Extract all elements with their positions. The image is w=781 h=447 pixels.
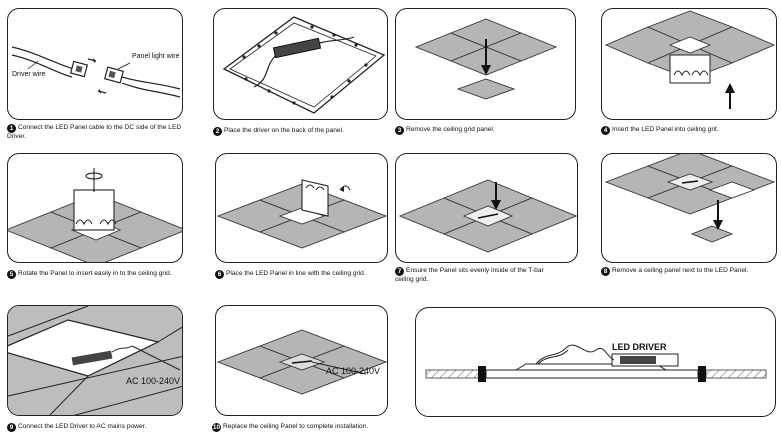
step-number: 9 (7, 423, 16, 432)
led-driver-label: LED DRIVER (612, 342, 667, 352)
panel-tbar-drawing (398, 179, 577, 253)
ceiling-cross-section-drawing (425, 344, 767, 382)
step-text: Place the LED Panel in line with the cei… (226, 270, 366, 277)
rotate-panel-drawing (8, 168, 182, 262)
panel-light-wire-label: Panel light wire (132, 53, 180, 60)
remove-grid-panel-drawing (414, 18, 558, 100)
ac-voltage-label: AC 100-240V (326, 366, 381, 376)
remove-adjacent-panel-drawing (604, 154, 776, 243)
step-number: 5 (7, 270, 16, 279)
step-text: Ensure the Panel sits evenly inside of t… (395, 267, 544, 283)
step-number: 10 (212, 423, 221, 432)
step-text: Remove the ceiling grid panel. (406, 126, 495, 133)
step-number: 7 (395, 267, 404, 276)
step-text: Insert the LED Panel into ceiling grit. (612, 126, 719, 133)
step-10-illustration: AC 100-240V (215, 305, 388, 416)
insert-panel-drawing (604, 10, 776, 109)
step-text: Place the driver on the back of the pane… (224, 127, 344, 134)
place-panel-inline-drawing (216, 179, 387, 249)
ac-voltage-label: AC 100-240V (126, 376, 181, 386)
ac-mains-connection-drawing (8, 306, 182, 415)
step-8-illustration (601, 153, 777, 263)
step-number: 6 (215, 270, 224, 279)
step-number: 1 (7, 124, 16, 133)
panel-back-driver-drawing (222, 16, 386, 114)
step-text: Remove a ceiling panel next to the LED P… (612, 267, 749, 274)
step-text: Rotate the Panel to insert easily in to … (18, 270, 172, 277)
cross-section-illustration: LED DRIVER (415, 307, 776, 417)
step-text: Connect the LED Driver to AC mains power… (18, 423, 147, 430)
step-3-illustration (395, 8, 576, 120)
step-text: Connect the LED Panel cable to the DC si… (7, 124, 182, 140)
step-1-illustration: Panel light wire Driver wire (7, 8, 183, 120)
step-2-illustration (213, 8, 388, 120)
cable-connection-drawing (11, 46, 181, 98)
step-number: 8 (601, 267, 610, 276)
step-text: Replace the ceiling Panel to complete in… (223, 423, 369, 430)
step-4-illustration (601, 8, 777, 120)
step-9-illustration: AC 100-240V (7, 305, 183, 416)
step-number: 4 (601, 126, 610, 135)
step-number: 3 (395, 126, 404, 135)
step-6-illustration (215, 153, 388, 263)
replace-ceiling-panel-drawing (216, 329, 387, 395)
step-7-illustration (395, 153, 578, 263)
step-number: 2 (213, 127, 222, 136)
step-5-illustration (7, 153, 183, 263)
driver-wire-label: Driver wire (12, 71, 46, 78)
